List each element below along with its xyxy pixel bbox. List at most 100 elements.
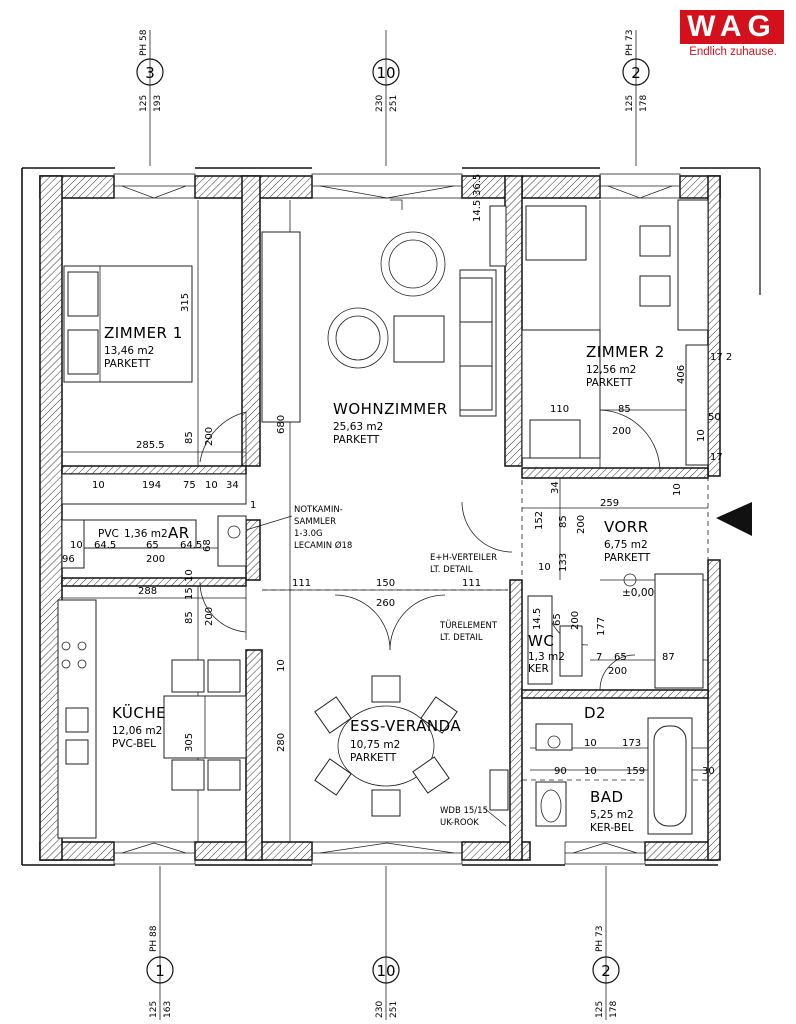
room-wc-floor: KER: [528, 663, 549, 675]
room-wc-name: WC: [528, 632, 554, 650]
axis-top-1-h1: 125: [139, 95, 149, 112]
dim-200b: 200: [146, 554, 165, 565]
dim-110: 110: [550, 404, 569, 415]
dim-75: 75: [183, 480, 196, 491]
dim-85d: 85: [558, 515, 569, 528]
note-notkamin-4: LECAMIN Ø18: [294, 540, 352, 551]
wag-logo: WAG Endlich zuhause.: [676, 6, 790, 64]
logo-slogan: Endlich zuhause.: [689, 46, 777, 58]
note-tuerelement-2: LT. DETAIL: [440, 633, 483, 643]
axis-top-2-h1: 230: [375, 95, 385, 112]
dim-85b: 85: [184, 611, 195, 624]
dim-260: 260: [376, 598, 395, 609]
axis-bottom-2-h1: 230: [375, 1001, 385, 1018]
room-ar-area: 1,36 m2: [124, 528, 168, 540]
dim-259: 259: [600, 498, 619, 509]
axis-markers: [136, 30, 650, 1020]
room-wc-area: 1,3 m2: [528, 651, 565, 663]
dim-96: 96: [62, 554, 75, 565]
axis-bottom-1-h1: 125: [149, 1001, 159, 1018]
dim-200g: 200: [608, 666, 627, 677]
room-vorr-area: 6,75 m2: [604, 539, 648, 551]
dim-10d: 10: [184, 569, 195, 582]
dim-1: 1: [250, 500, 256, 511]
dim-200a: 200: [204, 427, 215, 446]
dim-288: 288: [138, 586, 157, 597]
room-essveranda-name: ESS-VERANDA: [350, 717, 461, 735]
dim-159: 159: [626, 766, 645, 777]
room-zimmer1-name: ZIMMER 1: [104, 324, 183, 342]
axis-bottom-1-h2: 163: [163, 1001, 173, 1018]
axis-top-3-h2: 178: [639, 95, 649, 112]
axis-bottom-2-id: 10: [376, 962, 395, 980]
dim-133: 133: [558, 553, 569, 572]
dim-406: 406: [676, 365, 687, 384]
dim-65a: 65: [146, 540, 159, 551]
dim-111a: 111: [292, 578, 311, 589]
dim-17-2: 17 2: [710, 352, 732, 363]
room-vorr-level: ±0,00: [622, 587, 654, 599]
room-vorr-name: VORR: [604, 518, 649, 536]
axis-bottom-3-ph: PH 73: [595, 925, 605, 952]
dim-7: 7: [596, 652, 602, 663]
room-essveranda-floor: PARKETT: [350, 752, 397, 764]
axis-bottom-3-h2: 178: [609, 1001, 619, 1018]
dim-280: 280: [276, 733, 287, 752]
room-essveranda-area: 10,75 m2: [350, 739, 400, 751]
dim-315: 315: [180, 293, 191, 312]
axis-bottom-1-ph: PH 88: [149, 925, 159, 952]
room-kueche-area: 12,06 m2: [112, 725, 162, 737]
furniture: [57, 199, 752, 839]
room-zimmer2-floor: PARKETT: [586, 377, 633, 389]
dimension-values: 315 285.5 85 200 680 10 194 75 10 34 1 6…: [62, 174, 732, 777]
dim-50: 50: [708, 412, 721, 423]
note-notkamin-3: 1-3.0G: [294, 529, 323, 539]
dim-10c: 10: [70, 540, 83, 551]
room-bad-name: BAD: [590, 788, 624, 806]
dim-152: 152: [534, 511, 545, 530]
dim-14-5a: 14.5: [472, 200, 483, 222]
dim-14-5b: 14.5: [532, 608, 543, 630]
dim-10b: 10: [205, 480, 218, 491]
dim-85c: 85: [618, 404, 631, 415]
dim-68: 68: [202, 539, 213, 552]
dim-34b: 34: [550, 481, 561, 494]
room-ar-name: AR: [168, 524, 190, 542]
dim-85a: 85: [184, 431, 195, 444]
room-vorr-floor: PARKETT: [604, 552, 651, 564]
axis-top-2-id: 10: [376, 64, 395, 82]
room-kueche-floor: PVC-BEL: [112, 738, 156, 750]
dim-65b: 65: [552, 613, 563, 626]
room-ar-floor: PVC: [98, 528, 119, 540]
axis-bottom-3-id: 2: [601, 962, 611, 980]
dim-305: 305: [184, 733, 195, 752]
room-zimmer2-area: 12,56 m2: [586, 364, 636, 376]
dim-200c: 200: [204, 607, 215, 626]
note-eh-verteiler-2: LT. DETAIL: [430, 565, 473, 575]
axis-top-3-ph: PH 73: [625, 29, 635, 56]
dim-173: 173: [622, 738, 641, 749]
note-notkamin-2: SAMMLER: [294, 517, 336, 527]
dim-111b: 111: [462, 578, 481, 589]
logo-mark: WAG: [680, 10, 784, 44]
dim-10h: 10: [538, 562, 551, 573]
dim-177: 177: [596, 617, 607, 636]
dim-285-5: 285.5: [136, 440, 165, 451]
axis-top-2-h2: 251: [389, 95, 399, 112]
room-zimmer1-area: 13,46 m2: [104, 345, 154, 357]
dim-10g: 10: [672, 483, 683, 496]
note-tuerelement-1: TÜRELEMENT: [439, 620, 498, 631]
axis-bottom-1-id: 1: [155, 962, 165, 980]
axis-bottom-3-h1: 125: [595, 1001, 605, 1018]
axis-top-3-h1: 125: [625, 95, 635, 112]
dim-680: 680: [276, 415, 287, 434]
room-bad-floor: KER-BEL: [590, 822, 634, 834]
dim-10a: 10: [92, 480, 105, 491]
note-notkamin-1: NOTKAMIN-: [294, 505, 343, 515]
axis-top-1-h2: 193: [153, 95, 163, 112]
room-wohnzimmer-name: WOHNZIMMER: [333, 400, 448, 418]
dim-30: 30: [702, 766, 715, 777]
dim-90: 90: [554, 766, 567, 777]
outer-outline: [21, 167, 761, 866]
